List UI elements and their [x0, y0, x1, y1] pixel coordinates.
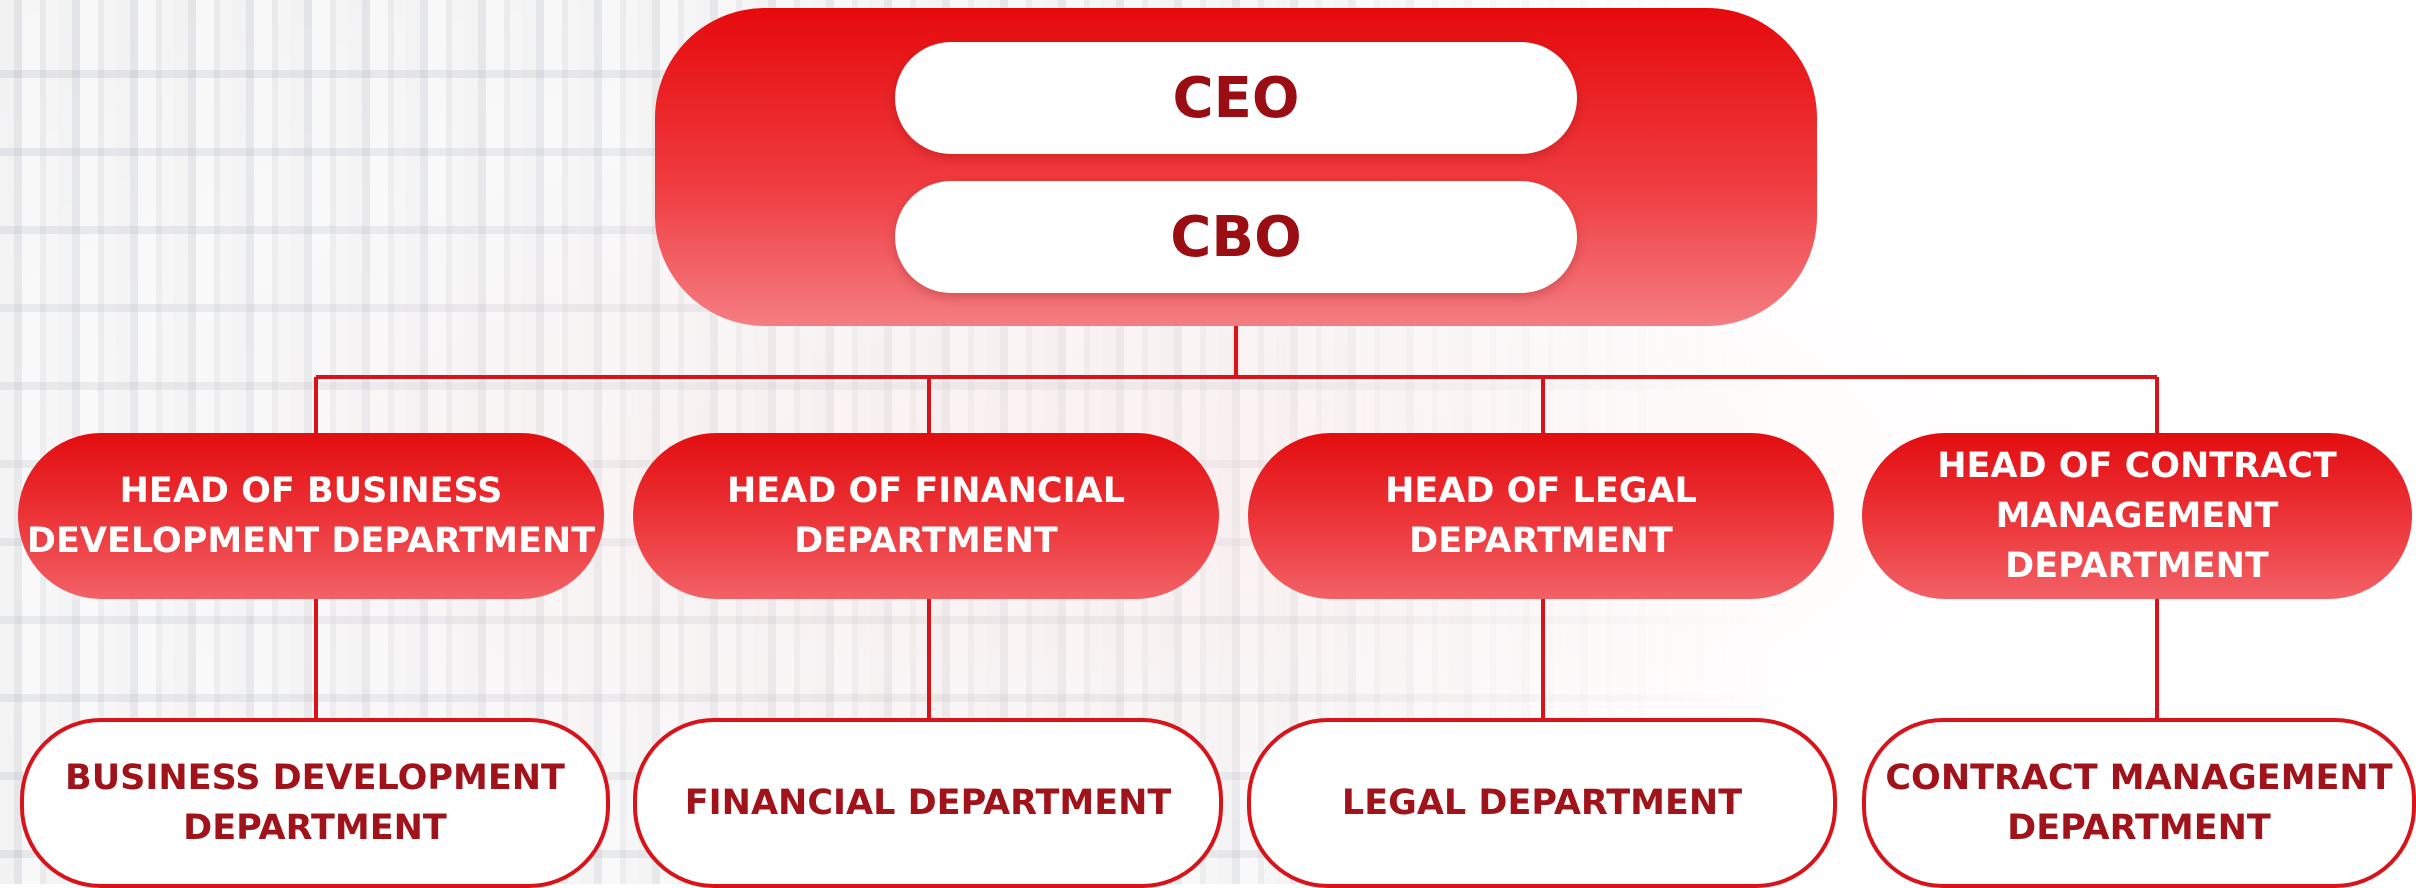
ceo-box: CEO	[895, 42, 1577, 154]
head-business-development: HEAD OF BUSINESS DEVELOPMENT DEPARTMENT	[18, 433, 604, 599]
dept-label-line: DEPARTMENT	[2007, 808, 2271, 848]
dept-contract-management: CONTRACT MANAGEMENT DEPARTMENT	[1862, 718, 2416, 888]
dept-label-line: DEPARTMENT	[183, 808, 447, 848]
dept-label-line: FINANCIAL DEPARTMENT	[684, 783, 1172, 823]
cbo-box: CBO	[895, 181, 1577, 293]
head-label-line: DEVELOPMENT DEPARTMENT	[26, 521, 596, 561]
head-label-line: HEAD OF CONTRACT	[1937, 446, 2337, 486]
dept-business-development: BUSINESS DEVELOPMENT DEPARTMENT	[20, 718, 610, 888]
head-label-line: HEAD OF LEGAL	[1385, 471, 1697, 511]
head-label-line: HEAD OF BUSINESS	[119, 471, 503, 511]
dept-label-line: LEGAL DEPARTMENT	[1341, 783, 1743, 823]
cbo-label: CBO	[1170, 204, 1302, 270]
head-label-line: MANAGEMENT	[1995, 496, 2279, 536]
head-label-line: DEPARTMENT	[2005, 546, 2269, 586]
head-legal: HEAD OF LEGAL DEPARTMENT	[1248, 433, 1834, 599]
dept-label-line: BUSINESS DEVELOPMENT	[65, 758, 565, 798]
head-contract-management: HEAD OF CONTRACT MANAGEMENT DEPARTMENT	[1862, 433, 2412, 599]
head-label-line: DEPARTMENT	[1409, 521, 1673, 561]
ceo-label: CEO	[1172, 65, 1300, 131]
head-financial: HEAD OF FINANCIAL DEPARTMENT	[633, 433, 1219, 599]
dept-label-line: CONTRACT MANAGEMENT	[1885, 758, 2393, 798]
dept-legal: LEGAL DEPARTMENT	[1247, 718, 1837, 888]
head-label-line: HEAD OF FINANCIAL	[726, 471, 1126, 511]
dept-financial: FINANCIAL DEPARTMENT	[633, 718, 1223, 888]
head-label-line: DEPARTMENT	[794, 521, 1058, 561]
